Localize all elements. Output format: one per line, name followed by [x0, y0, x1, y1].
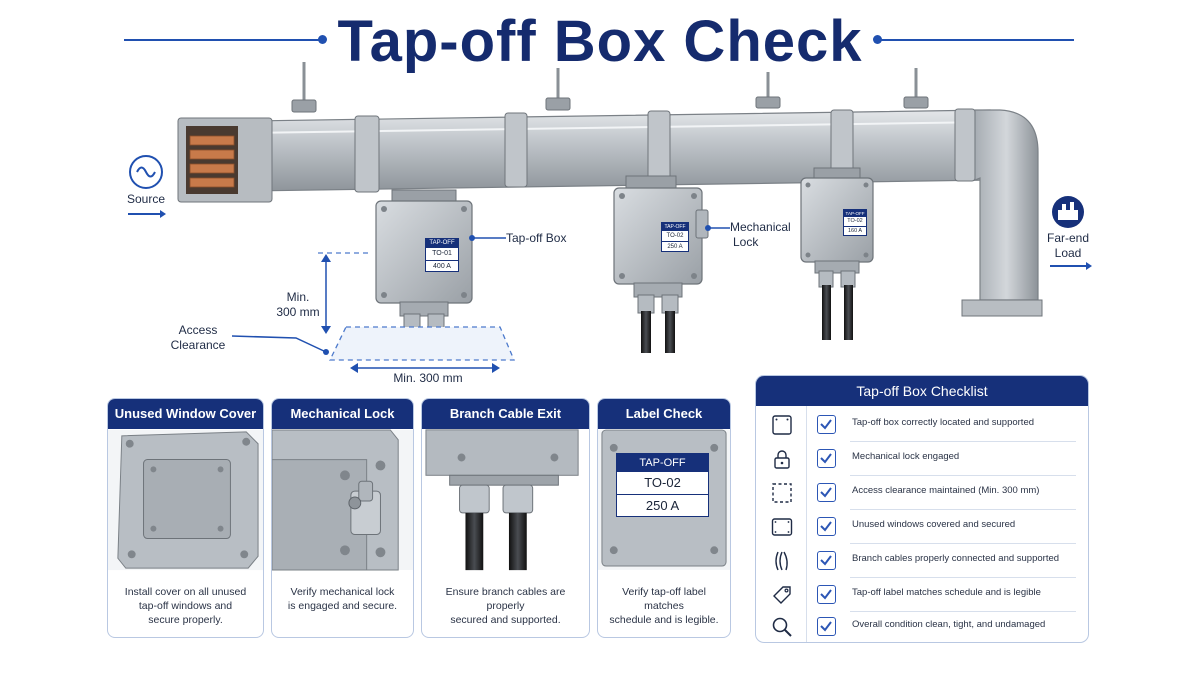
tag-icon: [773, 586, 791, 604]
card-text-line: Verify mechanical lock: [290, 586, 395, 598]
checklist-item: Access clearance maintained (Min. 300 mm…: [756, 476, 1088, 509]
window-cover-icon: [771, 518, 793, 536]
checklist-item-text: Mechanical lock engaged: [852, 451, 960, 462]
title-rule-left: [124, 39, 320, 41]
checklist-item: Overall condition clean, tight, and unda…: [756, 610, 1088, 642]
title-rule-right: [880, 39, 1074, 41]
copper-bars: [189, 135, 235, 188]
mechanical-lock-callout-2: Lock: [733, 235, 759, 249]
card-title: Branch Cable Exit: [422, 399, 589, 429]
checklist-item-text: Tap-off label matches schedule and is le…: [852, 587, 1041, 598]
min-vertical-label-2: 300 mm: [276, 305, 320, 319]
lock-icon: [774, 450, 790, 469]
card-text-line: is engaged and secure.: [287, 600, 398, 612]
magnifier-icon: [772, 617, 792, 637]
checklist-divider: [806, 406, 807, 642]
min-vertical-label: Min.: [286, 290, 310, 304]
checklist-item-text: Access clearance maintained (Min. 300 mm…: [852, 485, 1040, 496]
cable-icon: [775, 551, 788, 571]
clearance-icon: [772, 483, 792, 503]
checklist-checkbox[interactable]: [817, 617, 836, 636]
tag-to-02: TAP-OFF TO-02 250 A: [661, 222, 689, 252]
checklist-checkbox[interactable]: [817, 585, 836, 604]
tag-to-01: TAP-OFF TO-01 400 A: [425, 238, 459, 272]
title-dot-right: [873, 35, 882, 44]
box-icon: [772, 415, 792, 435]
checklist-checkbox[interactable]: [817, 415, 836, 434]
checklist-checkbox[interactable]: [817, 483, 836, 502]
checklist-item: Unused windows covered and secured: [756, 510, 1088, 543]
mechanical-lock-callout: Mechanical: [730, 220, 791, 234]
card-label-check: Label Check TAP-OFF TO-02 250 A Verify t…: [597, 398, 731, 638]
page-title: Tap-off Box Check: [337, 9, 863, 74]
checklist-item-text: Unused windows covered and secured: [852, 519, 1016, 530]
card-title: Label Check: [598, 399, 730, 429]
tap-off-box-2: [613, 175, 709, 353]
checklist-checkbox[interactable]: [817, 551, 836, 570]
card-text-line: schedule and is legible.: [609, 614, 719, 626]
checklist-item: Tap-off label matches schedule and is le…: [756, 578, 1088, 611]
tag-to-03: TAP-OFF TO-02 160 A: [843, 209, 867, 236]
source-label: Source: [126, 192, 166, 206]
checklist-checkbox[interactable]: [817, 449, 836, 468]
title-dot-left: [318, 35, 327, 44]
busway-joints: [354, 108, 976, 193]
card-text-line: tap-off windows and: [138, 600, 233, 612]
checklist-item-text: Tap-off box correctly located and suppor…: [852, 417, 1035, 428]
checklist-title: Tap-off Box Checklist: [756, 376, 1088, 406]
card-title: Mechanical Lock: [272, 399, 413, 429]
card-text-line: Verify tap-off label matches: [622, 586, 706, 612]
branch-cable-illustration: [422, 429, 589, 571]
card-branch-cable-exit: Branch Cable Exit Ensure branch cables a…: [421, 398, 590, 638]
busway-diagram: [128, 62, 1092, 373]
tap-off-box-3: [800, 167, 874, 340]
hanger-rods: [302, 62, 918, 108]
far-end-label-2: Load: [1054, 246, 1082, 260]
access-clearance-zone: [328, 326, 515, 361]
checklist-item-text: Overall condition clean, tight, and unda…: [852, 619, 1046, 630]
far-end-label: Far-end: [1046, 231, 1090, 245]
card-mechanical-lock: Mechanical Lock Verify mechanical lock i…: [271, 398, 414, 638]
checklist-item: Tap-off box correctly located and suppor…: [756, 408, 1088, 441]
checklist-checkbox[interactable]: [817, 517, 836, 536]
busway-elbow: [974, 109, 1039, 301]
card-text-line: secure properly.: [148, 614, 223, 626]
busway-floor-flange: [961, 299, 1043, 317]
checklist-item: Branch cables properly connected and sup…: [756, 544, 1088, 577]
card-text-line: secured and supported.: [450, 614, 561, 626]
card-title: Unused Window Cover: [108, 399, 263, 429]
card-unused-window-cover: Unused Window Cover Install cover on all…: [107, 398, 264, 638]
card-text-line: Ensure branch cables are properly: [445, 586, 566, 612]
mechanical-lock-illustration: [272, 429, 413, 571]
tap-off-box-checklist: Tap-off Box Checklist Tap-off box correc…: [755, 375, 1089, 643]
card-text-line: Install cover on all unused: [124, 586, 247, 598]
access-label: Access: [178, 323, 218, 337]
checklist-item-text: Branch cables properly connected and sup…: [852, 553, 1060, 564]
label-check-tag: TAP-OFF TO-02 250 A: [616, 453, 709, 517]
checklist-item: Mechanical lock engaged: [756, 442, 1088, 475]
tapoff-box-callout: Tap-off Box: [506, 231, 567, 245]
access-label-2: Clearance: [170, 338, 226, 352]
min-horizontal-label: Min. 300 mm: [393, 371, 463, 385]
window-cover-illustration: [108, 429, 263, 571]
hanger-clamps: [291, 96, 929, 113]
tap-off-box-1: [375, 189, 473, 352]
